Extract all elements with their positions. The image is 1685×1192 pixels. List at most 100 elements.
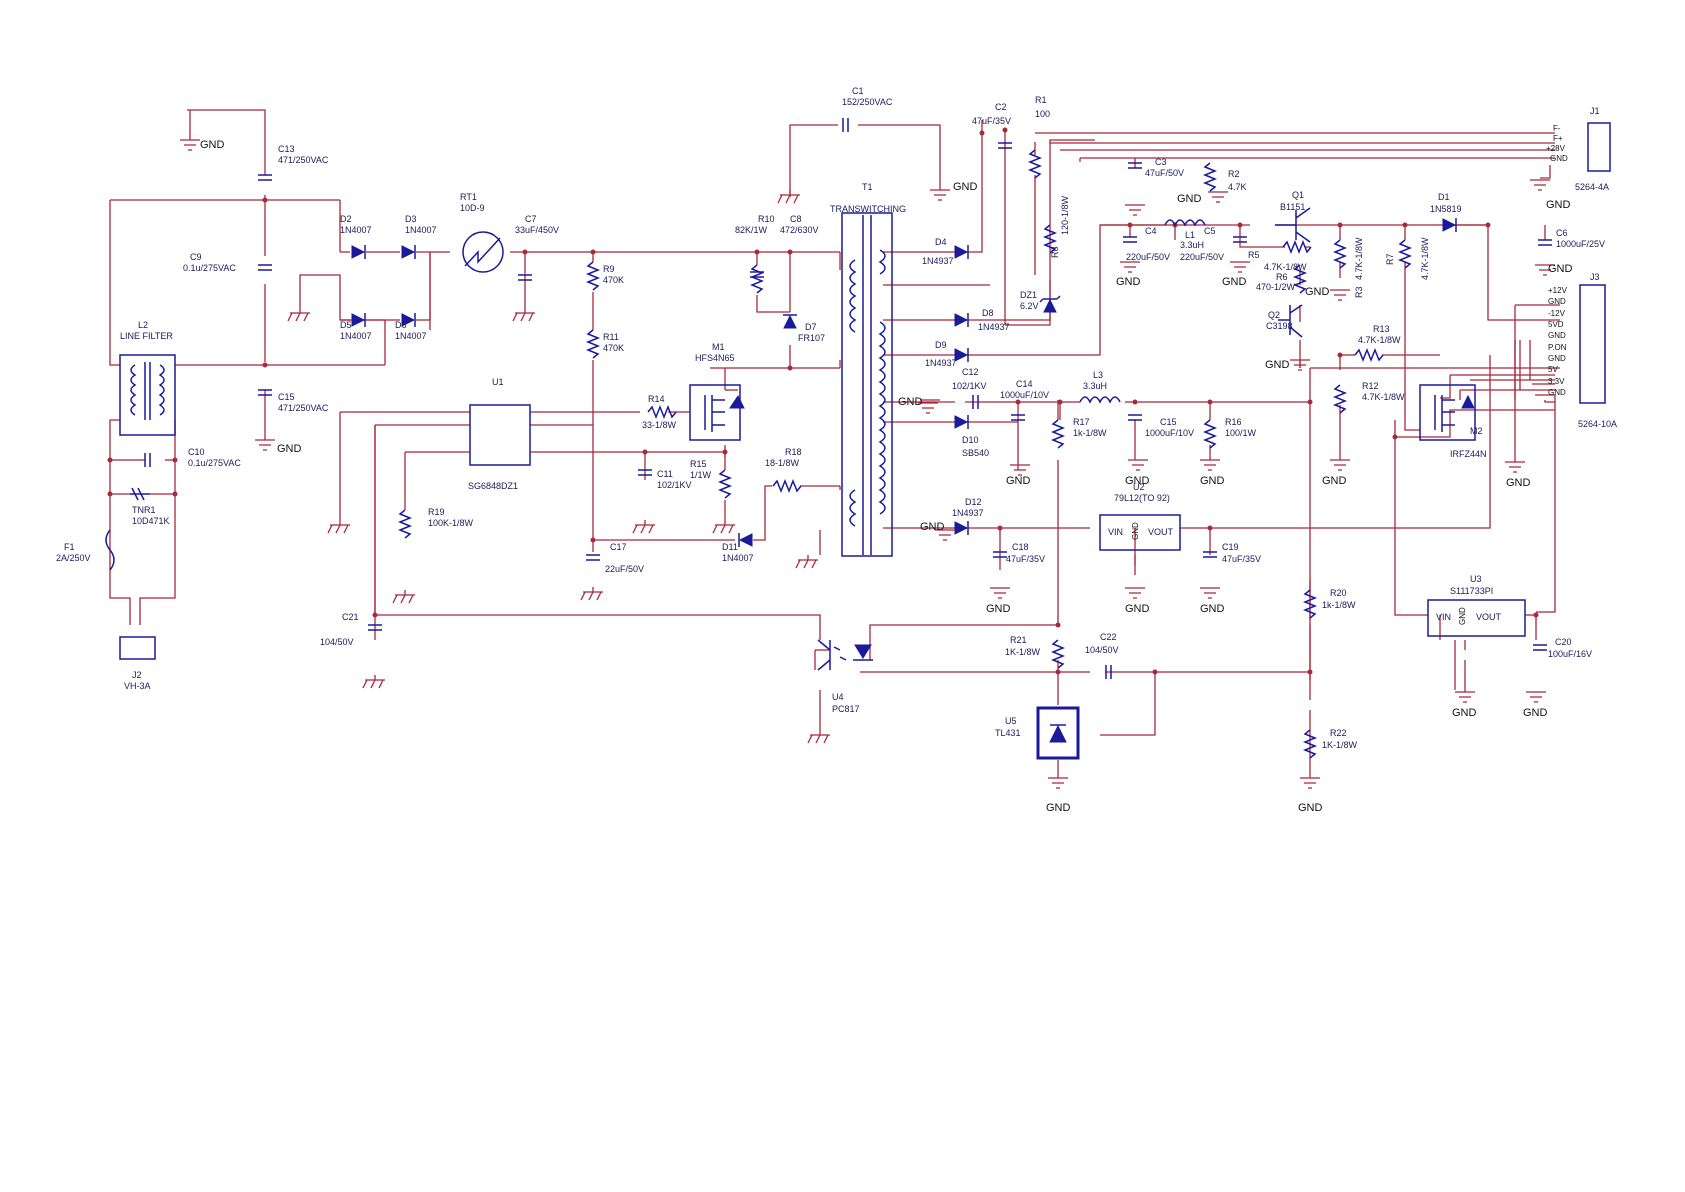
svg-text:GND: GND (1458, 607, 1467, 625)
svg-text:R18: R18 (785, 447, 802, 457)
svg-text:C13: C13 (278, 144, 295, 154)
svg-text:D12: D12 (965, 497, 982, 507)
svg-text:TL431: TL431 (995, 728, 1021, 738)
svg-text:3.3uH: 3.3uH (1083, 381, 1107, 391)
svg-text:C3: C3 (1155, 157, 1167, 167)
svg-text:B1151: B1151 (1280, 202, 1305, 212)
svg-text:472/630V: 472/630V (780, 225, 819, 235)
svg-text:0.1u/275VAC: 0.1u/275VAC (183, 263, 236, 273)
svg-text:R13: R13 (1373, 324, 1390, 334)
svg-text:+12V: +12V (1548, 286, 1568, 295)
label-d4: D4 1N4937 (922, 237, 954, 266)
svg-text:470-1/2W: 470-1/2W (1256, 282, 1296, 292)
svg-text:U5: U5 (1005, 716, 1017, 726)
svg-text:1N4007: 1N4007 (340, 331, 372, 341)
svg-text:IRFZ44N: IRFZ44N (1450, 449, 1487, 459)
svg-text:47uF/35V: 47uF/35V (1222, 554, 1261, 564)
label-l1: L13.3uH (1180, 230, 1204, 250)
svg-text:47uF/35V: 47uF/35V (972, 116, 1011, 126)
svg-text:1N4937: 1N4937 (922, 256, 954, 266)
svg-text:152/250VAC: 152/250VAC (842, 97, 893, 107)
svg-text:102/1KV: 102/1KV (952, 381, 987, 391)
svg-text:R17: R17 (1073, 417, 1090, 427)
svg-text:C14: C14 (1016, 379, 1033, 389)
svg-text:J1: J1 (1590, 106, 1600, 116)
svg-text:L3: L3 (1093, 370, 1103, 380)
svg-text:10D471K: 10D471K (132, 516, 170, 526)
svg-text:L2: L2 (138, 320, 148, 330)
svg-text:1K-1/8W: 1K-1/8W (1005, 647, 1041, 657)
svg-text:GND: GND (1550, 154, 1568, 163)
svg-text:D5: D5 (340, 320, 352, 330)
svg-text:VOUT: VOUT (1148, 527, 1174, 537)
svg-text:L1: L1 (1185, 230, 1195, 240)
svg-text:M1: M1 (712, 342, 725, 352)
svg-text:5V: 5V (1548, 365, 1558, 374)
svg-text:D4: D4 (935, 237, 947, 247)
svg-text:1N4007: 1N4007 (340, 225, 372, 235)
svg-text:GND: GND (1322, 475, 1347, 487)
svg-text:GND: GND (1548, 354, 1566, 363)
svg-text:GND: GND (953, 181, 978, 193)
svg-text:GND: GND (1125, 475, 1150, 487)
svg-text:C18: C18 (1012, 542, 1029, 552)
svg-text:104/50V: 104/50V (320, 637, 354, 647)
svg-text:471/250VAC: 471/250VAC (278, 155, 329, 165)
svg-text:U3: U3 (1470, 574, 1482, 584)
svg-text:79L12(TO 92): 79L12(TO 92) (1114, 493, 1170, 503)
svg-text:104/50V: 104/50V (1085, 645, 1119, 655)
svg-text:R6: R6 (1276, 272, 1288, 282)
svg-text:FR107: FR107 (798, 333, 825, 343)
svg-text:T1: T1 (862, 182, 873, 192)
svg-text:D3: D3 (405, 214, 417, 224)
svg-text:GND: GND (1305, 286, 1330, 298)
svg-text:1000uF/10V: 1000uF/10V (1000, 390, 1049, 400)
label-c9: C90.1u/275VAC (183, 252, 236, 273)
svg-text:GND: GND (1177, 193, 1202, 205)
svg-text:5VD: 5VD (1548, 320, 1564, 329)
svg-text:GND: GND (1200, 603, 1225, 615)
svg-text:R15: R15 (690, 459, 707, 469)
svg-text:82K/1W: 82K/1W (735, 225, 768, 235)
svg-text:VH-3A: VH-3A (124, 681, 151, 691)
ground-symbols (180, 110, 1555, 789)
svg-text:4.7K: 4.7K (1228, 182, 1247, 192)
svg-text:100: 100 (1035, 109, 1050, 119)
svg-text:GND: GND (986, 603, 1011, 615)
svg-text:R19: R19 (428, 507, 445, 517)
svg-text:1N4007: 1N4007 (722, 553, 754, 563)
svg-text:F-: F- (1553, 124, 1561, 133)
svg-text:R16: R16 (1225, 417, 1242, 427)
svg-text:220uF/50V: 220uF/50V (1126, 252, 1170, 262)
svg-text:VIN: VIN (1436, 612, 1451, 622)
svg-text:1N4937: 1N4937 (925, 358, 957, 368)
svg-text:GND: GND (898, 396, 923, 408)
svg-text:1k-1/8W: 1k-1/8W (1073, 428, 1107, 438)
svg-text:47uF/35V: 47uF/35V (1006, 554, 1045, 564)
